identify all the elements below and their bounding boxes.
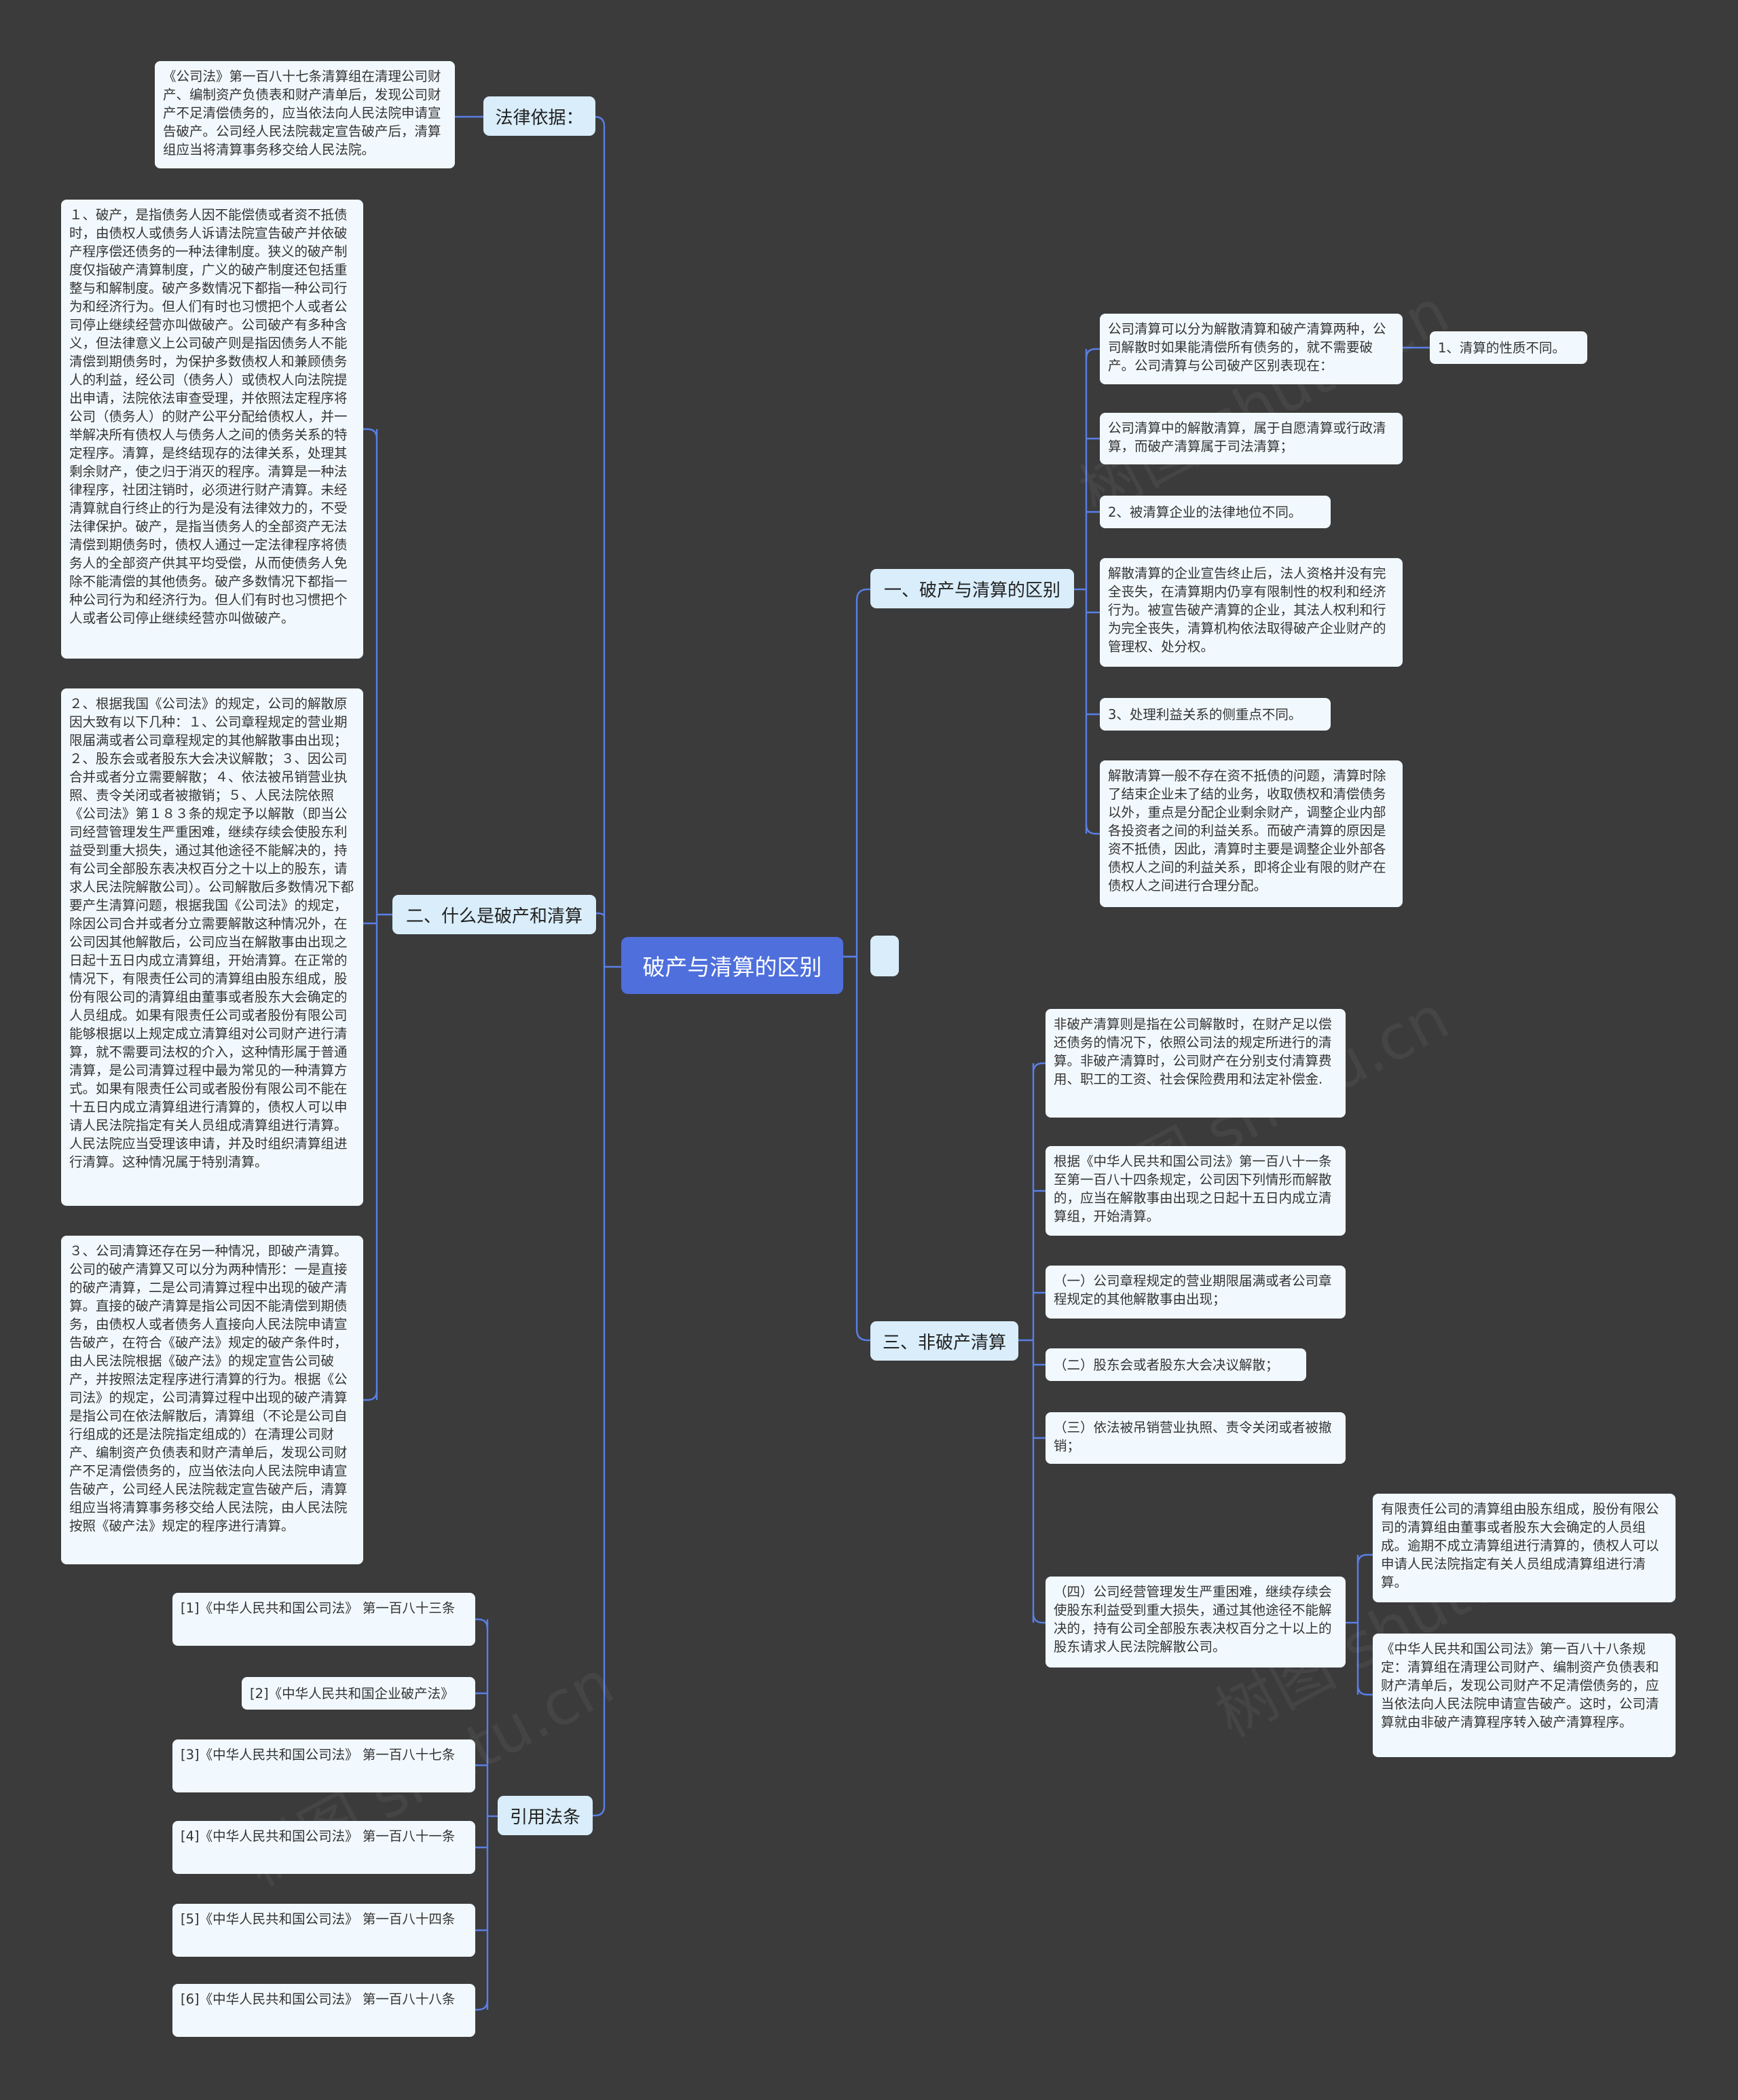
leaf-diff-nature: 1、清算的性质不同。 (1430, 331, 1587, 364)
leaf-nb-cause-3: （三）依法被吊销营业执照、责令关闭或者被撤销； (1046, 1412, 1346, 1464)
leaf-diff-voluntary: 公司清算中的解散清算，属于自愿清算或行政清算，而破产清算属于司法清算； (1100, 413, 1403, 464)
citation-item[interactable]: [6]《中华人民共和国公司法》 第一百八十八条 (172, 1984, 475, 2037)
branch-legal-basis[interactable]: 法律依据： (483, 96, 595, 136)
leaf-diff-intro: 公司清算可以分为解散清算和破产清算两种，公司解散时如果能清偿所有债务的，就不需要… (1100, 314, 1403, 384)
leaf-legal-basis-text: 《公司法》第一百八十七条清算组在清理公司财产、编制资产负债表和财产清单后，发现公… (155, 61, 455, 168)
root-topic[interactable]: 破产与清算的区别 (621, 937, 843, 994)
citation-item[interactable]: [5]《中华人民共和国公司法》 第一百八十四条 (172, 1904, 475, 1957)
leaf-diff-focus: 3、处理利益关系的侧重点不同。 (1100, 698, 1331, 731)
leaf-what-is-1: １、破产，是指债务人因不能偿债或者资不抵债时，由债权人或债务人诉请法院宣告破产并… (61, 200, 363, 659)
branch-difference[interactable]: 一、破产与清算的区别 (870, 569, 1074, 608)
citation-item[interactable]: [1]《中华人民共和国公司法》 第一百八十三条 (172, 1593, 475, 1646)
leaf-nb-legal-basis: 根据《中华人民共和国公司法》第一百八十一条至第一百八十四条规定，公司因下列情形而… (1046, 1146, 1346, 1236)
branch-non-bankruptcy-liquidation[interactable]: 三、非破产清算 (870, 1321, 1018, 1361)
citation-item[interactable]: [4]《中华人民共和国公司法》 第一百八十一条 (172, 1821, 475, 1874)
leaf-diff-focus-detail: 解散清算一般不存在资不抵债的问题，清算时除了结束企业未了结的业务，收取债权和清偿… (1100, 760, 1403, 907)
leaf-what-is-3: ３、公司清算还存在另一种情况，即破产清算。公司的破产清算又可以分为两种情形：一是… (61, 1236, 363, 1564)
branch-citations[interactable]: 引用法条 (498, 1796, 593, 1835)
branch-empty[interactable] (870, 936, 899, 976)
leaf-diff-status-detail: 解散清算的企业宣告终止后，法人资格并没有完全丧失，在清算期内仍享有限制性的权利和… (1100, 558, 1403, 667)
leaf-diff-legal-status: 2、被清算企业的法律地位不同。 (1100, 496, 1331, 528)
leaf-nb-cause-4: （四）公司经营管理发生严重困难，继续存续会使股东利益受到重大损失，通过其他途径不… (1046, 1577, 1346, 1668)
citation-item[interactable]: [3]《中华人民共和国公司法》 第一百八十七条 (172, 1739, 475, 1792)
branch-what-is-bankruptcy-liquidation[interactable]: 二、什么是破产和清算 (392, 895, 596, 934)
leaf-nb-cause-1: （一）公司章程规定的营业期限届满或者公司章程规定的其他解散事由出现； (1046, 1266, 1346, 1319)
leaf-nb-definition: 非破产清算则是指在公司解散时，在财产足以偿还债务的情况下，依照公司法的规定所进行… (1046, 1009, 1346, 1118)
leaf-nb-cause-4-transfer: 《中华人民共和国公司法》第一百八十八条规定：清算组在清理公司财产、编制资产负债表… (1373, 1634, 1676, 1757)
leaf-what-is-2: ２、根据我国《公司法》的规定，公司的解散原因大致有以下几种：１、公司章程规定的营… (61, 688, 363, 1206)
leaf-nb-cause-2: （二）股东会或者股东大会决议解散； (1046, 1348, 1306, 1381)
leaf-nb-cause-4-team: 有限责任公司的清算组由股东组成，股份有限公司的清算组由董事或者股东大会确定的人员… (1373, 1494, 1676, 1602)
citation-item[interactable]: [2]《中华人民共和国企业破产法》 (242, 1677, 475, 1710)
